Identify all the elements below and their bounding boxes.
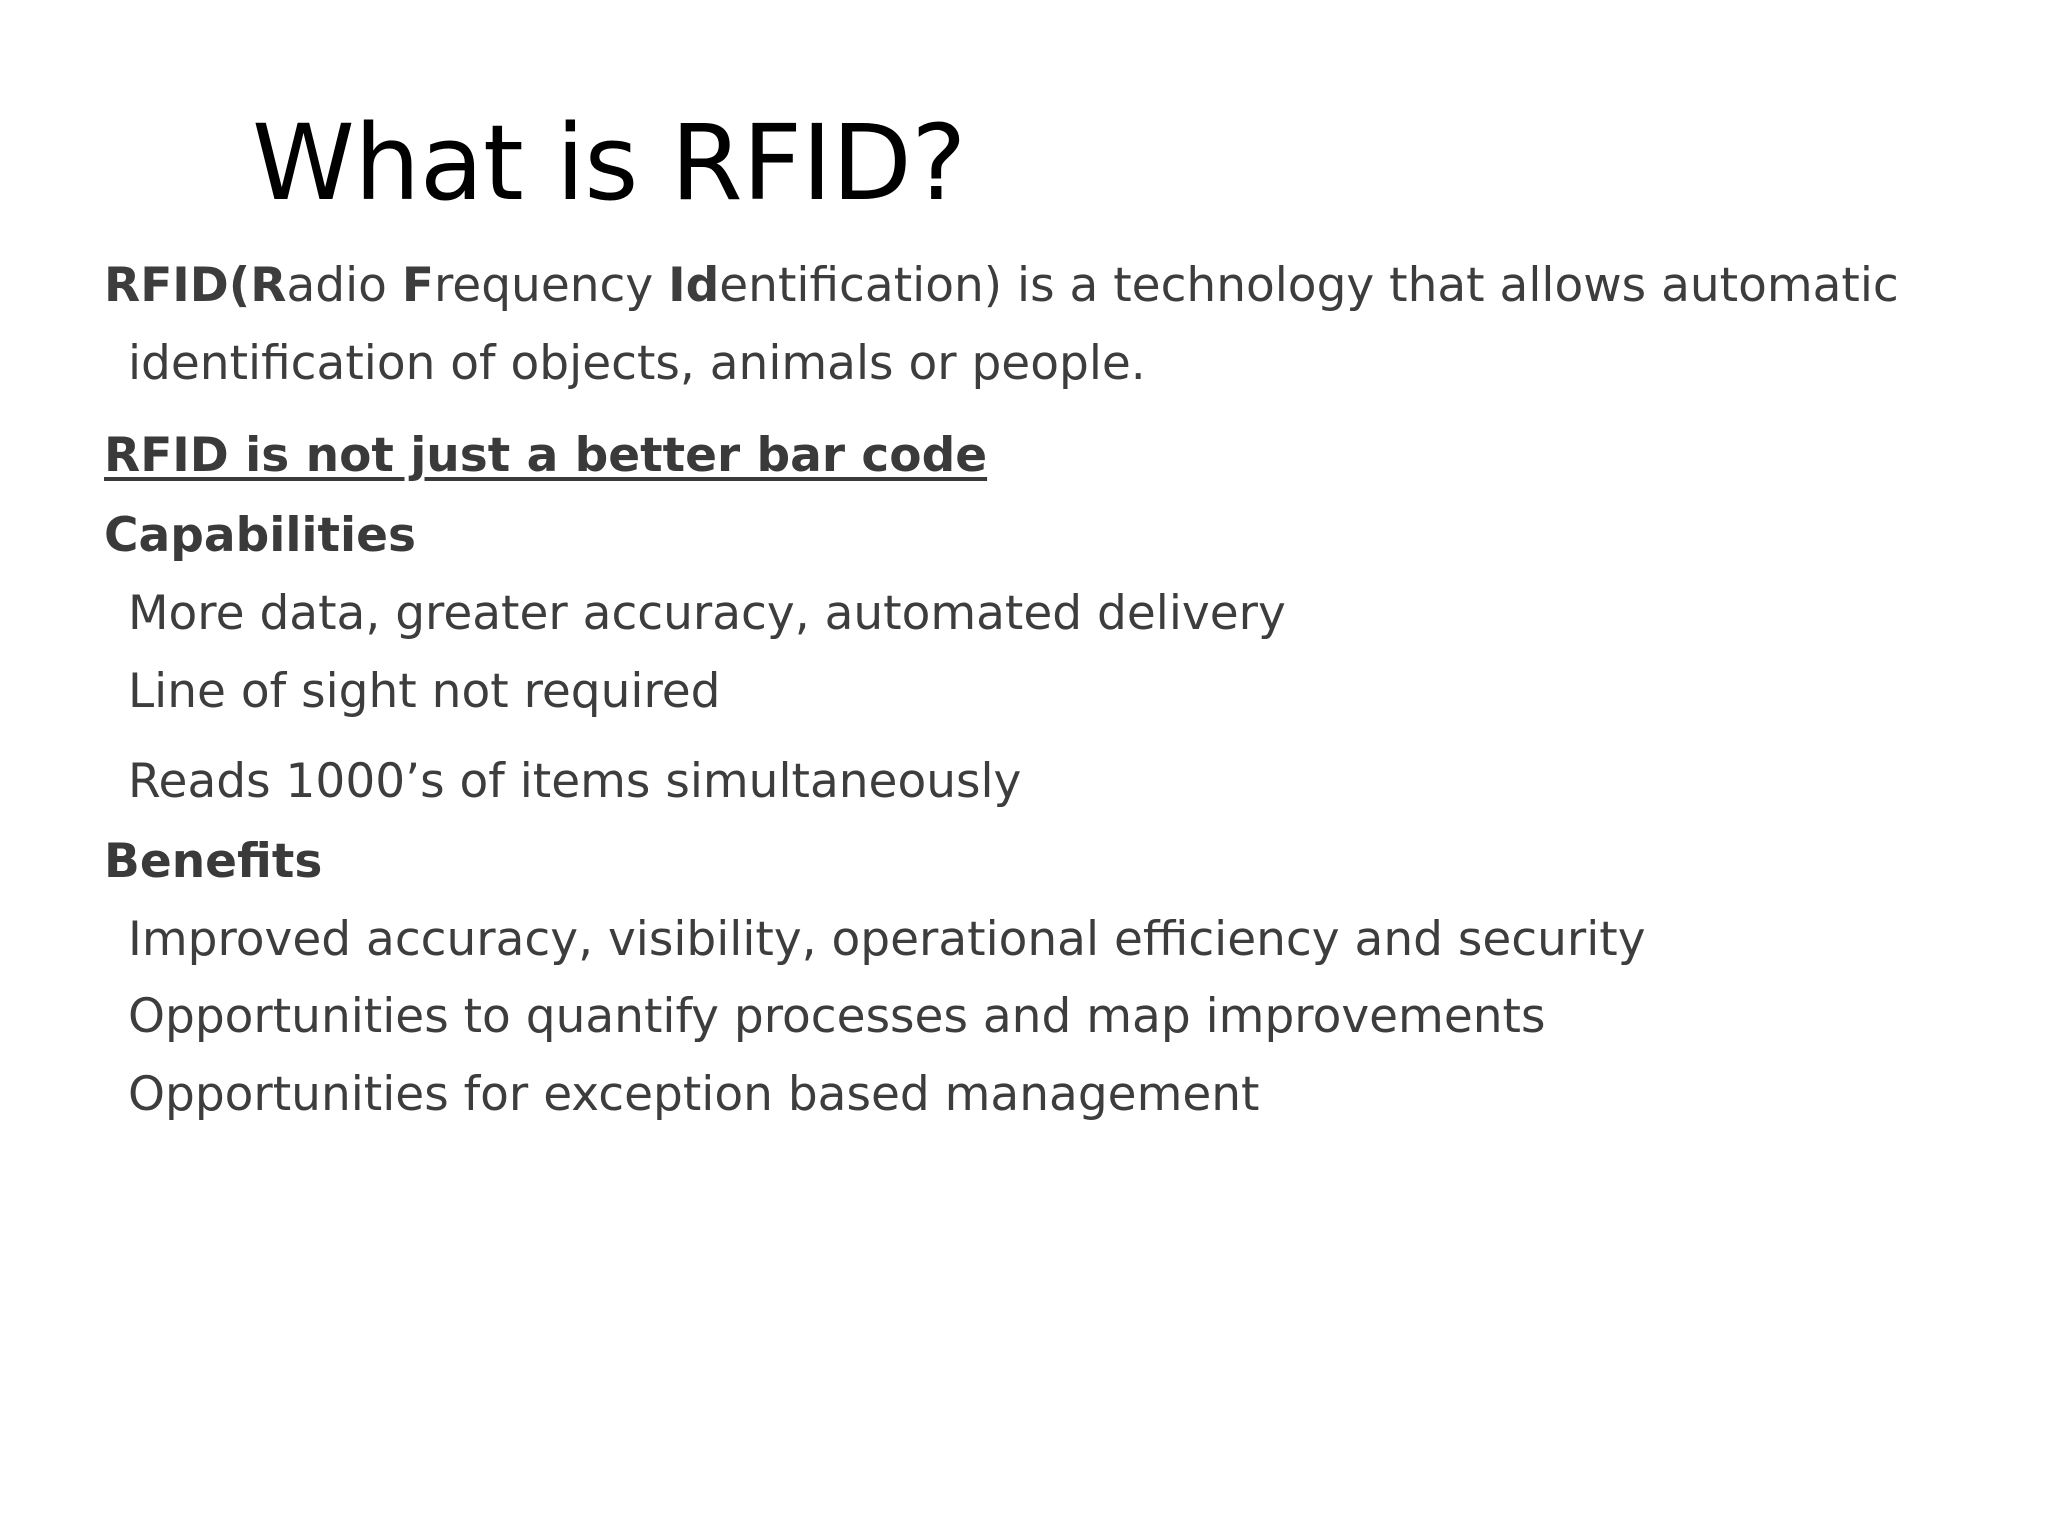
capabilities-item: Line of sight not required xyxy=(128,663,721,719)
page-title: What is RFID? xyxy=(252,101,966,224)
capabilities-item: More data, greater accuracy, automated d… xyxy=(128,585,1286,641)
intro-run-rfid: RFID( xyxy=(104,258,251,313)
capabilities-item: Reads 1000’s of items simultaneously xyxy=(128,753,1022,809)
intro-run-requency: requency xyxy=(433,258,669,313)
benefits-item: Improved accuracy, visibility, operation… xyxy=(128,911,1646,967)
tagline: RFID is not just a better bar code xyxy=(104,431,1964,480)
intro-run-r: R xyxy=(250,258,287,313)
intro-run-f: F xyxy=(401,258,434,313)
intro-run-id: Id xyxy=(668,258,720,313)
benefits-heading: Benefits xyxy=(104,833,323,889)
intro-paragraph: RFID(Radio Frequency Identification) is … xyxy=(104,262,1964,388)
capabilities-heading: Capabilities xyxy=(104,507,416,563)
benefits-item: Opportunities to quantify processes and … xyxy=(128,989,1546,1045)
benefits-item: Opportunities for exception based manage… xyxy=(128,1067,1260,1123)
tagline-text: RFID is not just a better bar code xyxy=(104,427,988,483)
slide-body: RFID(Radio Frequency Identification) is … xyxy=(104,262,1964,1119)
intro-run-adio: adio xyxy=(286,258,402,313)
intro-continuation-line: identification of objects, animals or pe… xyxy=(128,335,1146,391)
intro-run-tail: entification) is a technology that allow… xyxy=(719,258,1899,313)
